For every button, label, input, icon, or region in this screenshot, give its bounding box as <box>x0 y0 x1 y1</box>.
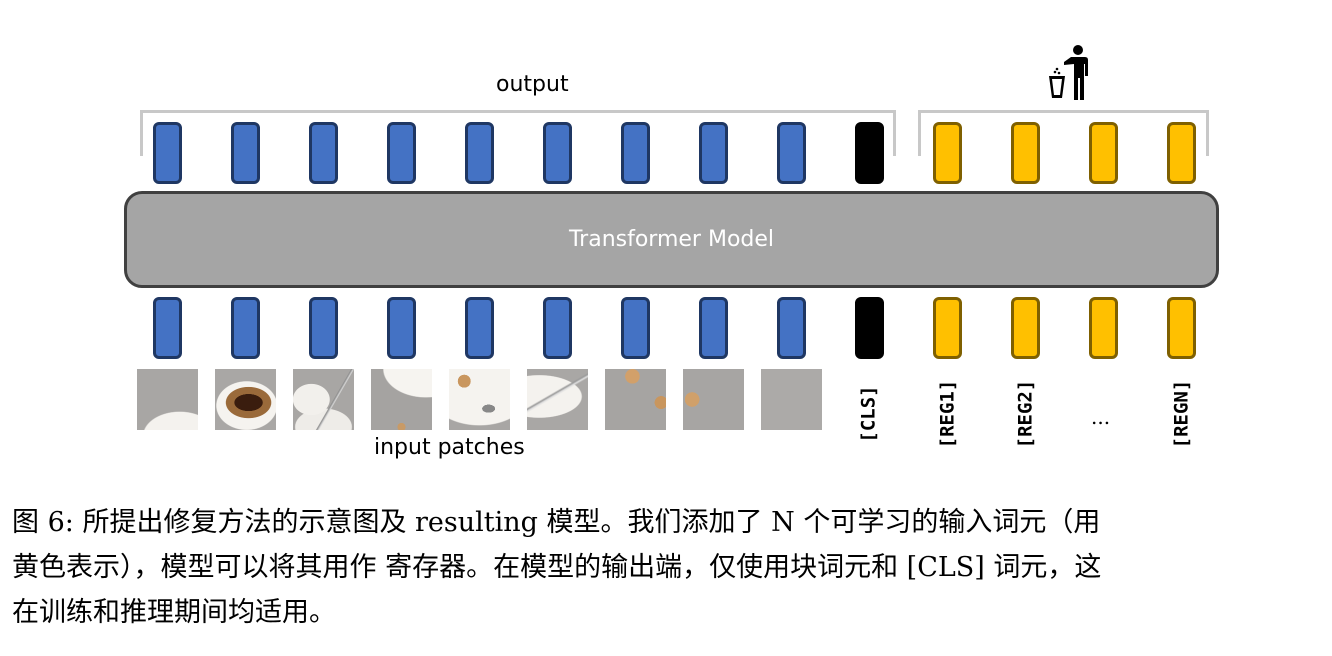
input-patch-token <box>621 297 650 359</box>
output-patch-token <box>699 122 728 184</box>
input-patch-token <box>543 297 572 359</box>
output-register-token <box>1089 122 1118 184</box>
output-label: output <box>496 72 569 97</box>
output-register-token <box>1167 122 1196 184</box>
output-cls-token <box>855 122 884 184</box>
caption-line: 图 6: 所提出修复方法的示意图及 resulting 模型。我们添加了 N 个… <box>12 507 1101 538</box>
input-patch-token <box>309 297 338 359</box>
input-patches-label: input patches <box>374 435 525 460</box>
input-register-token <box>1089 297 1118 359</box>
register-label: [REG2] <box>1011 372 1039 456</box>
model-label: Transformer Model <box>568 227 775 252</box>
patch-cup-handle-spoon <box>293 369 354 430</box>
token-label-text: [REG2] <box>1014 379 1037 449</box>
patch-saucer-edge <box>137 369 198 430</box>
input-cls-token <box>855 297 884 359</box>
input-register-token <box>933 297 962 359</box>
input-patch-token <box>465 297 494 359</box>
token-label-text: [REGN] <box>1170 379 1193 449</box>
cls-label: [CLS] <box>855 372 883 456</box>
ellipsis-label: ... <box>1091 405 1111 429</box>
input-patch-token <box>387 297 416 359</box>
output-patch-token <box>387 122 416 184</box>
input-patch-token <box>699 297 728 359</box>
output-patch-token <box>309 122 338 184</box>
patch-saucer-sugar <box>449 369 510 430</box>
output-register-token <box>1011 122 1040 184</box>
output-patch-token <box>231 122 260 184</box>
output-patch-token <box>465 122 494 184</box>
register-label: [REGN] <box>1167 372 1195 456</box>
output-patch-token <box>777 122 806 184</box>
patch-sugar-cube <box>683 369 744 430</box>
patch-background <box>761 369 822 430</box>
input-patch-token <box>231 297 260 359</box>
register-label: [REG1] <box>933 372 961 456</box>
token-label-text: [REG1] <box>936 379 959 449</box>
output-patch-token <box>543 122 572 184</box>
input-register-token <box>1167 297 1196 359</box>
output-patch-token <box>621 122 650 184</box>
caption-line: 黄色表示），模型可以将其用作 寄存器。在模型的输出端，仅使用块词元和 [CLS]… <box>12 552 1102 583</box>
input-patch-token <box>777 297 806 359</box>
patch-spoon <box>527 369 588 430</box>
patch-saucer-left <box>371 369 432 430</box>
caption-line: 在训练和推理期间均适用。 <box>12 597 336 628</box>
output-patch-token <box>153 122 182 184</box>
input-patch-token <box>153 297 182 359</box>
patch-sugar-cubes <box>605 369 666 430</box>
figure-caption: 图 6: 所提出修复方法的示意图及 resulting 模型。我们添加了 N 个… <box>12 500 1330 635</box>
trash-person-icon <box>1043 42 1093 102</box>
transformer-model-block: Transformer Model <box>124 191 1219 288</box>
discard-bracket <box>918 110 1209 156</box>
patch-coffee-cup <box>215 369 276 430</box>
output-register-token <box>933 122 962 184</box>
token-label-text: [CLS] <box>858 385 881 443</box>
input-register-token <box>1011 297 1040 359</box>
output-bracket <box>140 110 896 156</box>
